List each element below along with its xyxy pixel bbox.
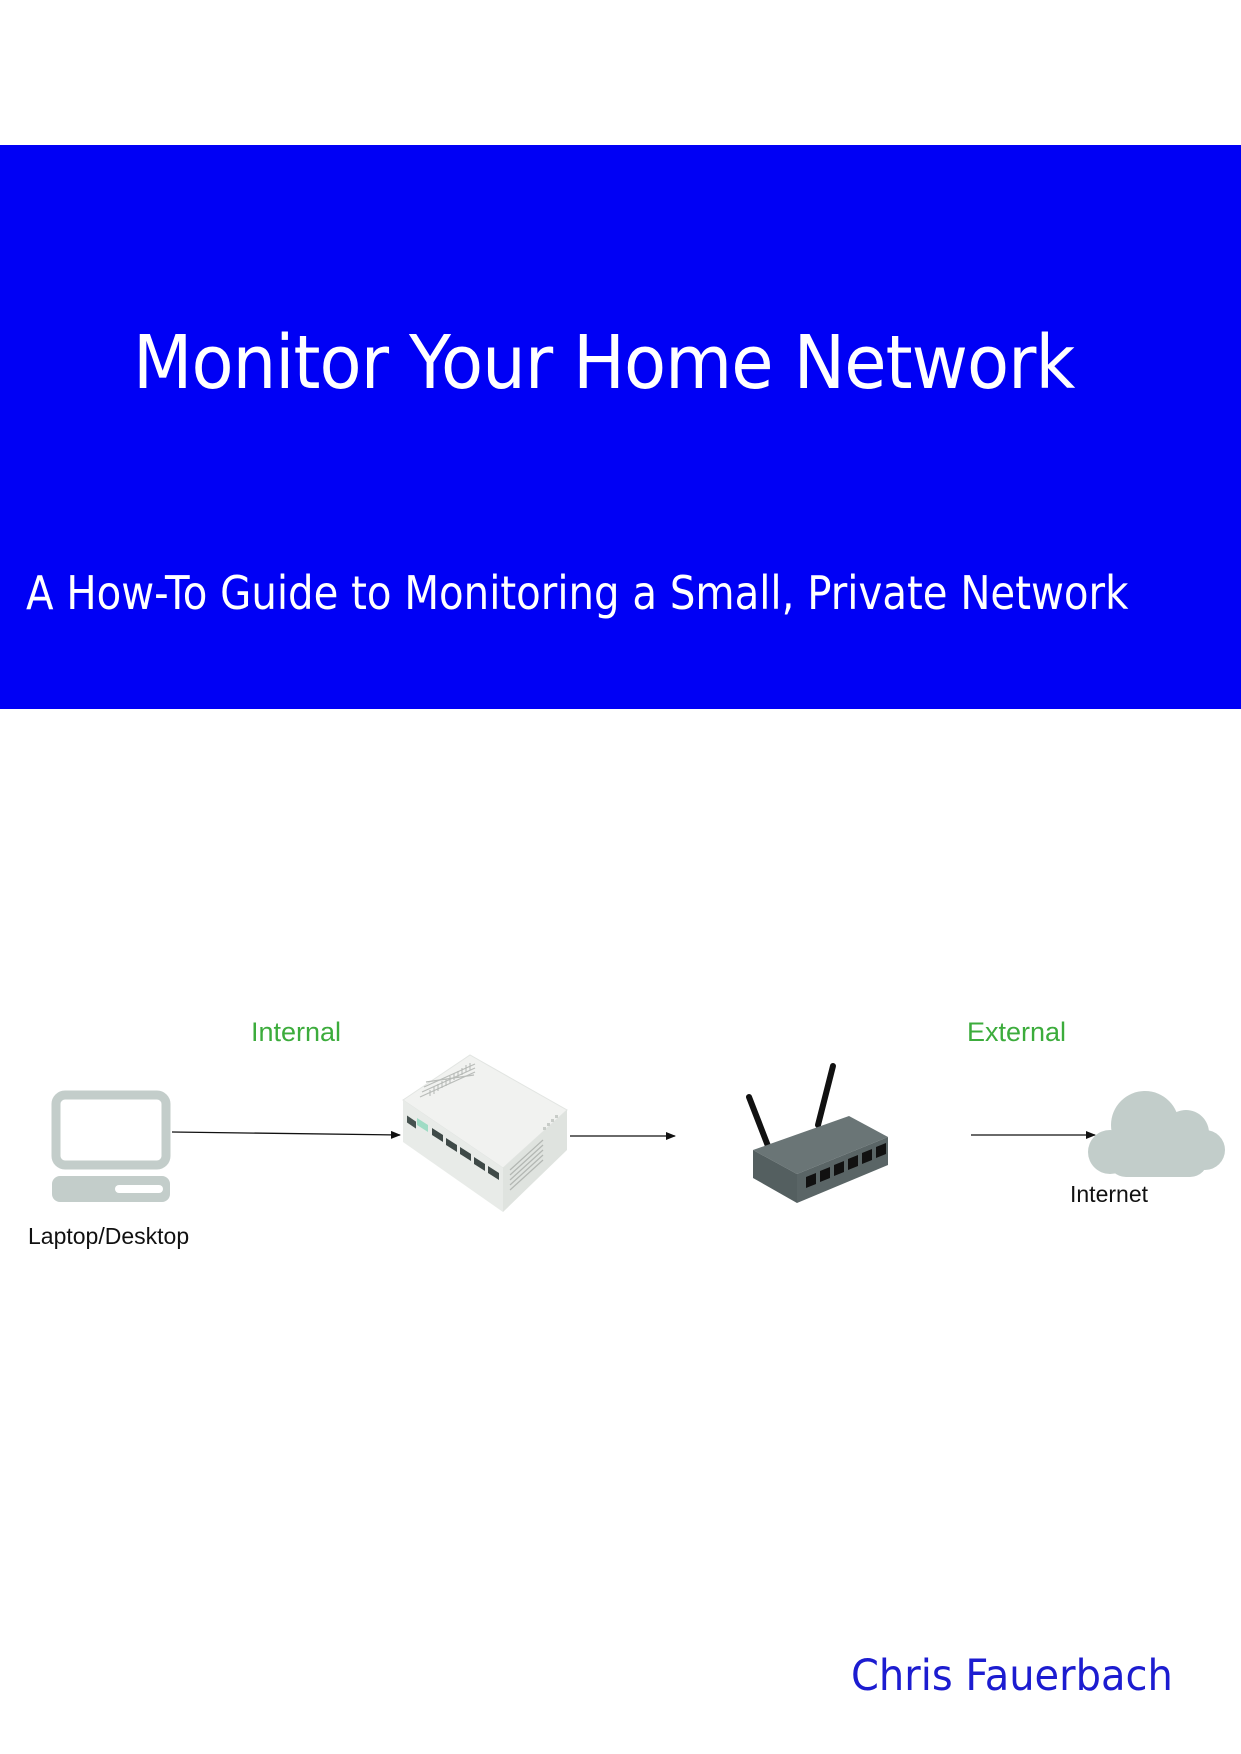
book-subtitle: A How-To Guide to Monitoring a Small, Pr… [26,566,1129,620]
zone-label-external: External [967,1017,1067,1047]
author-name: Chris Fauerbach [851,1651,1173,1701]
cloud-icon [1088,1091,1225,1177]
wireless-router-icon [746,1063,888,1203]
title-band [0,145,1241,709]
computer-icon [51,1090,171,1202]
arrow-computer-to-switch [171,1130,401,1139]
node-label-internet: Internet [1070,1181,1148,1207]
book-title: Monitor Your Home Network [133,320,1075,406]
zone-label-internal: Internal [251,1017,342,1047]
network-switch-icon [402,1054,568,1212]
node-label-computer: Laptop/Desktop [28,1223,190,1249]
